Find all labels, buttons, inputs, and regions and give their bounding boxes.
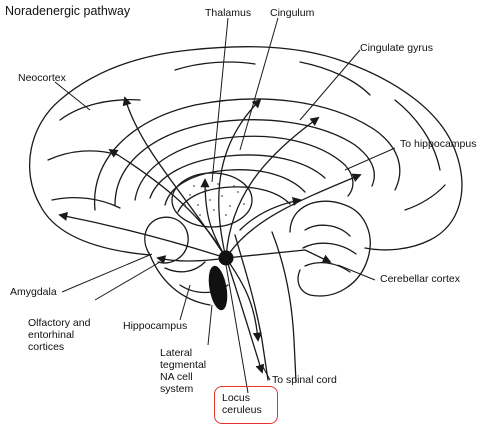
- label-neocortex: Neocortex: [18, 72, 66, 84]
- label-hippocampus: Hippocampus: [123, 320, 188, 332]
- locus-ceruleus-dot: [218, 250, 234, 266]
- label-to-spinal-cord: To spinal cord: [272, 374, 337, 386]
- thalamus-stipple: [184, 183, 245, 216]
- label-cingulate-gyrus: Cingulate gyrus: [360, 42, 433, 54]
- label-thalamus: Thalamus: [205, 7, 252, 19]
- label-lateral-tegmental: Lateral tegmental NA cell system: [160, 347, 207, 395]
- diagram-title: Noradenergic pathway: [5, 4, 131, 18]
- label-olfactory-entorhinal: Olfactory and entorhinal cortices: [28, 317, 91, 353]
- label-locus-ceruleus: Locus ceruleus: [222, 392, 262, 416]
- lateral-tegmental-cells: [208, 265, 228, 311]
- thalamus-shape: [171, 172, 253, 228]
- label-to-hippocampus: To hippocampus: [400, 138, 477, 150]
- cerebellum: [289, 200, 371, 297]
- cortex-outline: [28, 46, 463, 256]
- locus-ceruleus-highlight: [214, 386, 278, 424]
- label-cerebellar-cortex: Cerebellar cortex: [380, 273, 460, 285]
- label-amygdala: Amygdala: [10, 286, 57, 298]
- label-cingulum: Cingulum: [270, 7, 315, 19]
